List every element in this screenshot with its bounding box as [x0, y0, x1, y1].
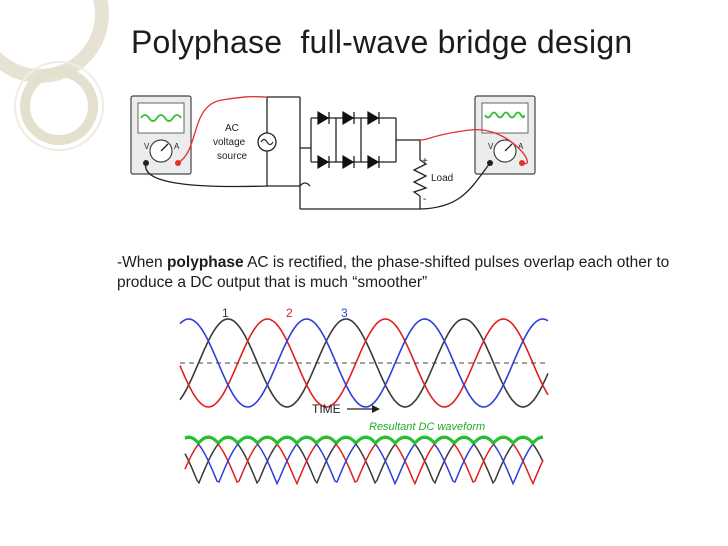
ac-label-line-1: AC: [225, 123, 239, 134]
rectified-waveforms: [184, 435, 544, 486]
svg-text:V: V: [144, 142, 150, 151]
phase-label-3: 3: [341, 306, 348, 320]
time-arrow-head: [372, 405, 380, 413]
load-minus-sign: -: [423, 194, 426, 205]
ac-source-symbol: [257, 96, 300, 187]
svg-text:A: A: [174, 142, 180, 151]
ac-label-line-3: source: [217, 151, 247, 162]
load-resistor: [412, 159, 428, 197]
svg-text:A: A: [518, 142, 524, 151]
load-label: Load: [431, 173, 453, 184]
bullet-bold-term: polyphase: [166, 254, 244, 271]
right-probe-black-lead: [419, 162, 491, 210]
svg-text:V: V: [488, 142, 494, 151]
rectified-phase-1-wave: [184, 437, 544, 485]
right-scope-trace: [484, 111, 525, 119]
phase-2-sine-wave: [179, 318, 549, 408]
bullet-prefix: -When: [117, 254, 167, 271]
phase-1-sine-wave: [179, 318, 549, 408]
time-axis-label: TIME: [312, 402, 341, 416]
phase-label-1: 1: [222, 306, 229, 320]
phase-waveforms: [179, 318, 549, 408]
resultant-dc-waveform: [184, 435, 544, 446]
right-oscilloscope: V A: [474, 95, 536, 175]
left-probe-red-lead: [177, 95, 268, 164]
right-probe-red-lead: [419, 129, 528, 165]
ac-label-line-2: voltage: [213, 137, 246, 148]
resultant-dc-label: Resultant DC waveform: [369, 421, 485, 433]
phase-3-sine-wave: [179, 318, 549, 408]
bullet-text: -When polyphase AC is rectified, the pha…: [117, 253, 717, 293]
phase-label-2: 2: [286, 306, 293, 320]
left-probe-black-lead: [145, 162, 269, 188]
slide-title: Polyphase full-wave bridge design: [131, 24, 633, 60]
left-scope-trace: [140, 114, 182, 122]
load-plus-sign: +: [422, 156, 428, 167]
left-oscilloscope: V A: [130, 95, 192, 175]
bullet-rest: AC is rectified, the phase-shifted pulse…: [117, 254, 670, 291]
diode-array: [317, 110, 380, 170]
rectified-phase-2-wave: [184, 437, 544, 486]
